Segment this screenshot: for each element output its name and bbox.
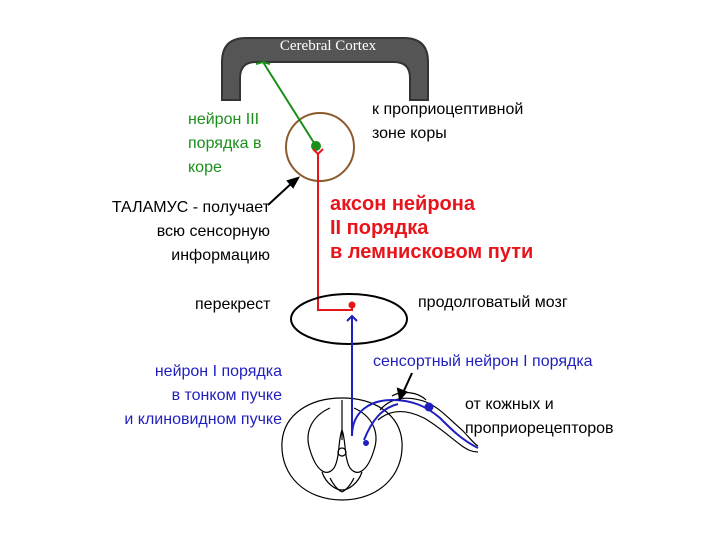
neuron1-tracts-label: нейрон I порядка в тонком пучке и клинов… xyxy=(124,363,282,428)
pointer-arrows xyxy=(267,176,413,402)
medulla-label: продолговатый мозг xyxy=(418,294,568,311)
neuron3-label: нейрон III порядка в коре xyxy=(188,111,262,176)
neuron2-terminal xyxy=(312,148,324,156)
neuron1-soma xyxy=(424,402,434,412)
neuron3-axon xyxy=(262,61,317,147)
medulla-ellipse xyxy=(290,293,408,345)
thalamus-circle xyxy=(285,112,355,182)
axon2-label: аксон нейрона II порядка в лемнисковом п… xyxy=(330,193,534,263)
neuron3-terminal xyxy=(255,60,271,65)
neuron1 xyxy=(346,314,479,449)
spinal-cord xyxy=(281,391,479,501)
neuron1-process-dot xyxy=(363,440,369,446)
receptors-label: от кожных и проприорецепторов xyxy=(465,396,614,437)
thalamus-label: ТАЛАМУС - получает всю сенсорную информа… xyxy=(111,199,270,264)
decussation-label: перекрест xyxy=(195,296,271,313)
neuron3-soma xyxy=(311,141,321,151)
neuron2-soma xyxy=(348,301,356,309)
sensory-neuron1-label: сенсортный нейрон I порядка xyxy=(373,353,593,370)
cerebral-cortex xyxy=(221,37,429,101)
cortex-label: Cerebral Cortex xyxy=(279,38,377,54)
to-cortex-label: к проприоцептивной зоне коры xyxy=(372,101,524,142)
